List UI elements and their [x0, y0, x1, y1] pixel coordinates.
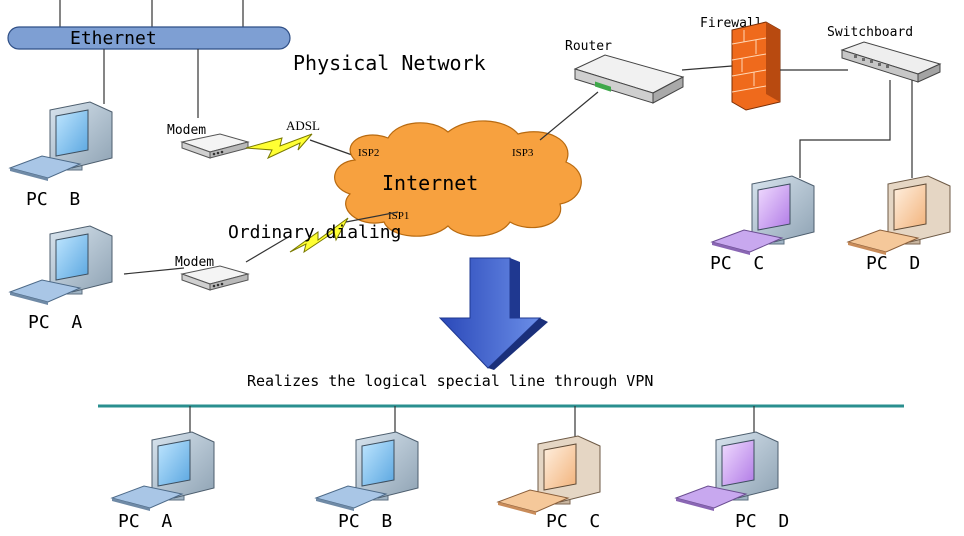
- link-pca-modem: [123, 267, 185, 275]
- firewall-icon: [731, 21, 781, 111]
- ethernet-bar: [7, 26, 291, 50]
- dialing-label: Ordinary dialing: [228, 222, 401, 243]
- router-label: Router: [565, 39, 612, 54]
- isp1-label: ISP1: [388, 210, 409, 222]
- internet-cloud: [334, 120, 582, 237]
- pc-c-icon: [711, 175, 815, 256]
- modem-a-label: Modem: [175, 255, 214, 270]
- dialing-lightning-icon: [289, 217, 349, 254]
- pc-a-icon: [9, 225, 113, 306]
- pc-a-label: PC A: [28, 312, 82, 333]
- vpn-pc-d-label: PC D: [735, 511, 789, 531]
- isp3-label: ISP3: [512, 147, 534, 159]
- pc-d-icon: [847, 175, 951, 256]
- ethernet-label: Ethernet: [70, 28, 157, 49]
- pc-c-label: PC C: [710, 253, 764, 274]
- page-title: Physical Network: [293, 51, 486, 75]
- switchboard-label: Switchboard: [827, 25, 913, 40]
- link-internet-router: [539, 91, 599, 141]
- vpn-pc-a-icon: [111, 431, 215, 512]
- pc-b-label: PC B: [26, 189, 80, 210]
- link-switch-pcc: [799, 80, 891, 178]
- modem-b-label: Modem: [167, 123, 206, 138]
- adsl-label: ADSL: [286, 118, 320, 133]
- link-modem-dial: [245, 235, 291, 263]
- link-adsl-internet: [309, 139, 356, 157]
- vpn-pc-b-icon: [315, 431, 419, 512]
- vpn-pc-d-icon: [675, 431, 779, 512]
- isp2-label: ISP2: [358, 147, 379, 159]
- link-router-firewall: [681, 65, 733, 71]
- vpn-pc-c-icon: [497, 435, 601, 516]
- vpn-pc-a-label: PC A: [118, 511, 172, 531]
- vpn-pc-c-label: PC C: [546, 511, 600, 531]
- pc-b-icon: [9, 101, 113, 182]
- vpn-pc-b-label: PC B: [338, 511, 392, 531]
- transition-arrow-icon: [438, 257, 548, 370]
- internet-label: Internet: [382, 171, 478, 195]
- pc-d-label: PC D: [866, 253, 920, 274]
- switchboard-icon: [840, 41, 942, 83]
- adsl-lightning-icon: [245, 133, 313, 160]
- link-dial-internet: [345, 211, 399, 223]
- router-icon: [573, 54, 685, 104]
- vpn-caption: Realizes the logical special line throug…: [247, 372, 653, 390]
